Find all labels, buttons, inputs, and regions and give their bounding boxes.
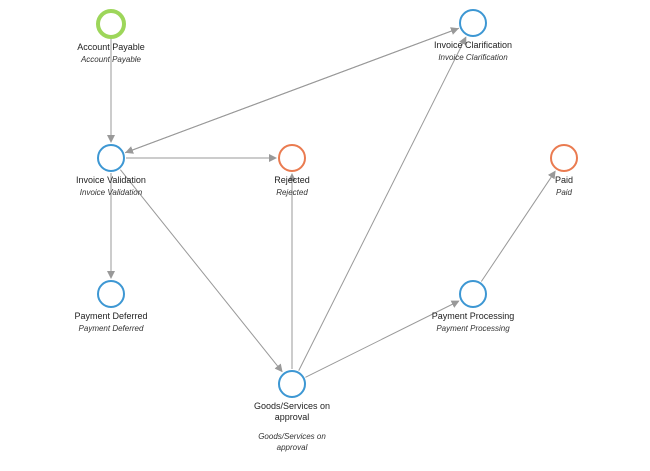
node-sublabel: Invoice Validation bbox=[79, 188, 143, 197]
edge-invoice-validation-to-goods-services bbox=[119, 169, 283, 373]
state-icon[interactable] bbox=[97, 280, 125, 308]
end-state-icon[interactable] bbox=[278, 144, 306, 172]
node-payment-deferred[interactable]: Payment Deferred Payment Deferred bbox=[31, 280, 191, 334]
node-sublabel: Payment Deferred bbox=[78, 324, 144, 333]
node-invoice-clarification[interactable]: Invoice Clarification Invoice Clarificat… bbox=[393, 9, 553, 63]
edge-invoice-clarification-to-invoice-validation bbox=[125, 27, 460, 154]
node-label: Paid bbox=[554, 175, 573, 185]
node-label: Payment Processing bbox=[431, 311, 515, 321]
node-account-payable[interactable]: Account Payable Account Payable bbox=[31, 9, 191, 65]
node-sublabel: Account Payable bbox=[80, 55, 142, 64]
edge-goods-services-to-invoice-clarification bbox=[298, 36, 467, 371]
node-sublabel: Goods/Services on approval bbox=[258, 432, 326, 452]
node-invoice-validation[interactable]: Invoice Validation Invoice Validation bbox=[31, 144, 191, 198]
edge-goods-services-to-payment-processing bbox=[305, 300, 460, 378]
node-label: Account Payable bbox=[77, 42, 145, 52]
node-rejected[interactable]: Rejected Rejected bbox=[212, 144, 372, 198]
start-state-icon[interactable] bbox=[96, 9, 126, 39]
node-sublabel: Invoice Clarification bbox=[438, 53, 508, 62]
node-sublabel: Rejected bbox=[276, 188, 308, 197]
node-paid[interactable]: Paid Paid bbox=[484, 144, 644, 198]
edge-payment-processing-to-paid bbox=[480, 170, 556, 282]
state-icon[interactable] bbox=[97, 144, 125, 172]
node-sublabel: Payment Processing bbox=[436, 324, 510, 333]
state-icon[interactable] bbox=[278, 370, 306, 398]
node-label: Rejected bbox=[274, 175, 310, 185]
node-label: Payment Deferred bbox=[74, 311, 148, 321]
node-payment-processing[interactable]: Payment Processing Payment Processing bbox=[393, 280, 553, 334]
state-icon[interactable] bbox=[459, 280, 487, 308]
state-icon[interactable] bbox=[459, 9, 487, 37]
node-label: Invoice Clarification bbox=[433, 40, 513, 50]
node-sublabel: Paid bbox=[555, 188, 572, 197]
node-label: Goods/Services on approval bbox=[253, 401, 331, 422]
node-label: Invoice Validation bbox=[76, 175, 146, 185]
end-state-icon[interactable] bbox=[550, 144, 578, 172]
node-goods-services[interactable]: Goods/Services on approval Goods/Service… bbox=[212, 370, 372, 453]
